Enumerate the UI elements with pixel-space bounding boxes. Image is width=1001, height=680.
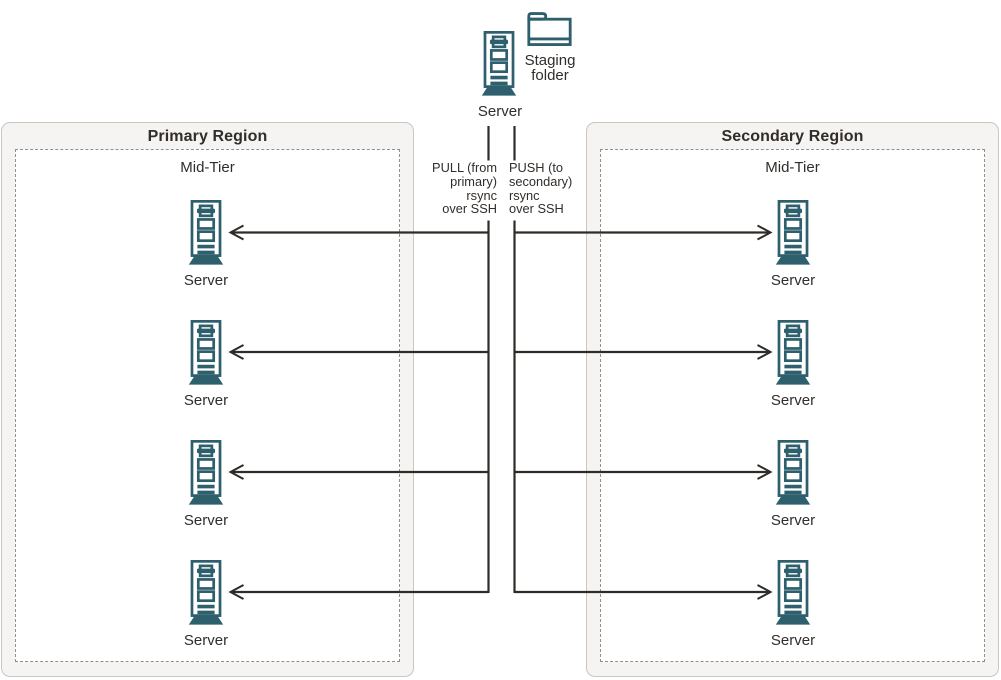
server-label: Server — [770, 272, 816, 289]
primary-midtier-label: Mid-Tier — [180, 159, 235, 176]
server-icon — [479, 31, 519, 97]
staging-folder-label: Staging folder — [524, 52, 576, 84]
primary-region-title: Primary Region — [147, 128, 268, 145]
primary-server-4: Server — [171, 560, 241, 649]
secondary-server-3: Server — [758, 440, 828, 529]
push-flow-label: PUSH (to secondary) rsync over SSH — [509, 160, 573, 217]
secondary-region-title: Secondary Region — [721, 128, 864, 145]
pull-flow-label: PULL (from primary) rsync over SSH — [432, 160, 497, 217]
secondary-server-4: Server — [758, 560, 828, 649]
server-icon — [186, 440, 226, 506]
secondary-server-1: Server — [758, 200, 828, 289]
server-icon — [186, 200, 226, 266]
server-label: Server — [183, 512, 229, 529]
secondary-server-2: Server — [758, 320, 828, 409]
staging-server-cluster: Staging folder Server — [0, 0, 1001, 120]
server-icon — [186, 560, 226, 626]
server-label: Server — [183, 392, 229, 409]
secondary-midtier-label: Mid-Tier — [765, 159, 820, 176]
server-icon — [773, 440, 813, 506]
server-icon — [773, 560, 813, 626]
server-label: Server — [183, 632, 229, 649]
server-label: Server — [770, 632, 816, 649]
staging-folder-icon — [526, 11, 573, 49]
server-icon — [773, 200, 813, 266]
primary-server-1: Server — [171, 200, 241, 289]
server-icon — [186, 320, 226, 386]
primary-server-2: Server — [171, 320, 241, 409]
server-label: Server — [770, 392, 816, 409]
server-label: Server — [183, 272, 229, 289]
staging-server-label: Server — [477, 103, 523, 120]
server-icon — [773, 320, 813, 386]
primary-server-3: Server — [171, 440, 241, 529]
server-label: Server — [770, 512, 816, 529]
